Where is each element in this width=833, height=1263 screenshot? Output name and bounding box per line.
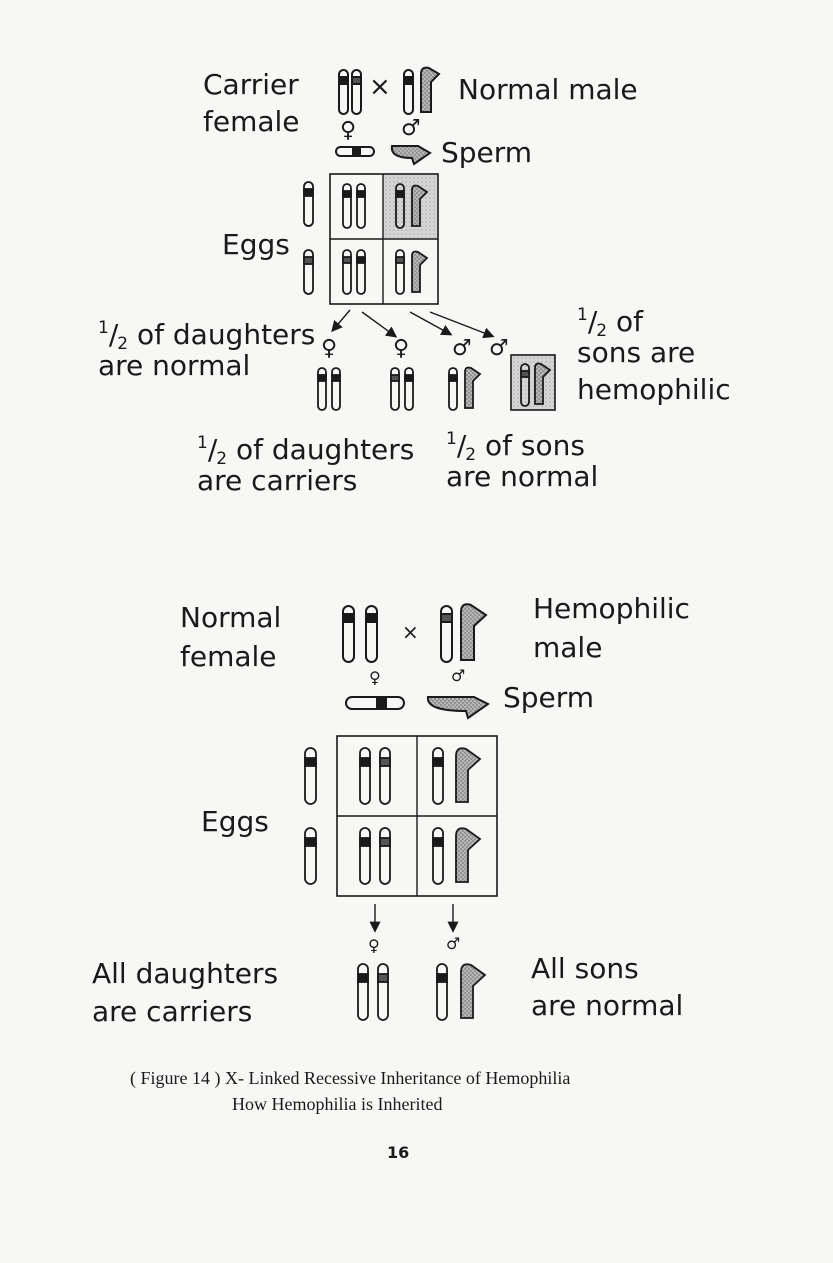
page-number: 16 bbox=[387, 1143, 410, 1162]
fig1-sperm-label: Sperm bbox=[441, 136, 533, 169]
frac-num: 1 bbox=[197, 433, 208, 453]
fig1-offspring-male-symbol-1: ♂ bbox=[452, 336, 472, 361]
fig1-daughters-normal-line2: are normal bbox=[98, 349, 251, 382]
figure2-punnett-square bbox=[304, 735, 498, 897]
fig2-cross-symbol: × bbox=[402, 620, 419, 644]
figure1-parents bbox=[338, 66, 441, 115]
figure1-gametes bbox=[335, 145, 432, 166]
figure-caption-line1: ( Figure 14 ) X- Linked Recessive Inheri… bbox=[130, 1068, 571, 1088]
fig2-offspring-female-symbol: ♀ bbox=[368, 936, 380, 955]
fig1-sons-hemophilic-line3: hemophilic bbox=[577, 373, 731, 406]
fig1-sons-hemophilic-line1: 1/2 of bbox=[577, 305, 643, 341]
frac-rest: of daughters bbox=[227, 433, 415, 466]
fig2-eggs-label: Eggs bbox=[201, 805, 269, 838]
fig2-sons-label-line2: are normal bbox=[531, 989, 684, 1022]
frac-num: 1 bbox=[577, 305, 588, 325]
fig1-eggs-label: Eggs bbox=[222, 228, 290, 261]
frac-num: 1 bbox=[446, 429, 457, 449]
fig1-mother-label-line2: female bbox=[203, 105, 300, 138]
fig2-mother-label-line1: Normal bbox=[180, 601, 282, 634]
figure-caption-line2: How Hemophilia is Inherited bbox=[232, 1094, 443, 1114]
fig2-mother-label-line2: female bbox=[180, 640, 277, 673]
fig1-father-label: Normal male bbox=[458, 73, 638, 106]
fig1-mother-label-line1: Carrier bbox=[203, 68, 299, 101]
fig1-sons-normal-line1: 1/2 of sons bbox=[446, 429, 585, 465]
fig1-offspring-male-symbol-2: ♂ bbox=[489, 336, 509, 361]
frac-num: 1 bbox=[98, 318, 109, 338]
fig1-daughters-normal-line1: 1/2 of daughters bbox=[98, 318, 316, 354]
figure2-offspring bbox=[357, 963, 487, 1021]
fig1-offspring-female-symbol-1: ♀ bbox=[321, 336, 338, 361]
figure2-gametes bbox=[345, 696, 490, 720]
fig1-daughters-carriers-line1: 1/2 of daughters bbox=[197, 433, 415, 469]
fig1-daughters-carriers-line2: are carriers bbox=[197, 464, 358, 497]
fig2-daughters-label-line1: All daughters bbox=[92, 957, 279, 990]
figure1-offspring bbox=[317, 354, 556, 411]
fig2-daughters-label-line2: are carriers bbox=[92, 995, 253, 1028]
frac-den: 2 bbox=[465, 445, 477, 465]
fig2-father-label-line2: male bbox=[533, 631, 603, 664]
figure2-parents bbox=[342, 603, 488, 663]
figure1-punnett-square bbox=[303, 173, 439, 305]
frac-den: 2 bbox=[216, 449, 228, 469]
fig1-offspring-female-symbol-2: ♀ bbox=[393, 336, 410, 361]
fig1-male-symbol: ♂ bbox=[401, 116, 421, 141]
fig2-sons-label-line1: All sons bbox=[531, 952, 639, 985]
fig2-sperm-label: Sperm bbox=[503, 681, 595, 714]
frac-rest: of bbox=[607, 305, 643, 338]
fig2-female-symbol: ♀ bbox=[369, 668, 381, 687]
frac-rest: of daughters bbox=[128, 318, 316, 351]
fig2-father-label-line1: Hemophilic bbox=[533, 592, 690, 625]
fig1-sons-hemophilic-line2: sons are bbox=[577, 336, 696, 369]
fig2-offspring-male-symbol: ♂ bbox=[446, 934, 461, 953]
frac-den: 2 bbox=[596, 321, 608, 341]
frac-den: 2 bbox=[117, 334, 129, 354]
fig1-cross-symbol: × bbox=[369, 72, 391, 102]
figure1-arrows bbox=[331, 309, 495, 339]
fig1-sons-normal-line2: are normal bbox=[446, 460, 599, 493]
fig2-male-symbol: ♂ bbox=[451, 666, 466, 685]
frac-rest: of sons bbox=[476, 429, 585, 462]
fig1-female-symbol: ♀ bbox=[340, 118, 357, 143]
figure2-arrows bbox=[369, 904, 459, 933]
